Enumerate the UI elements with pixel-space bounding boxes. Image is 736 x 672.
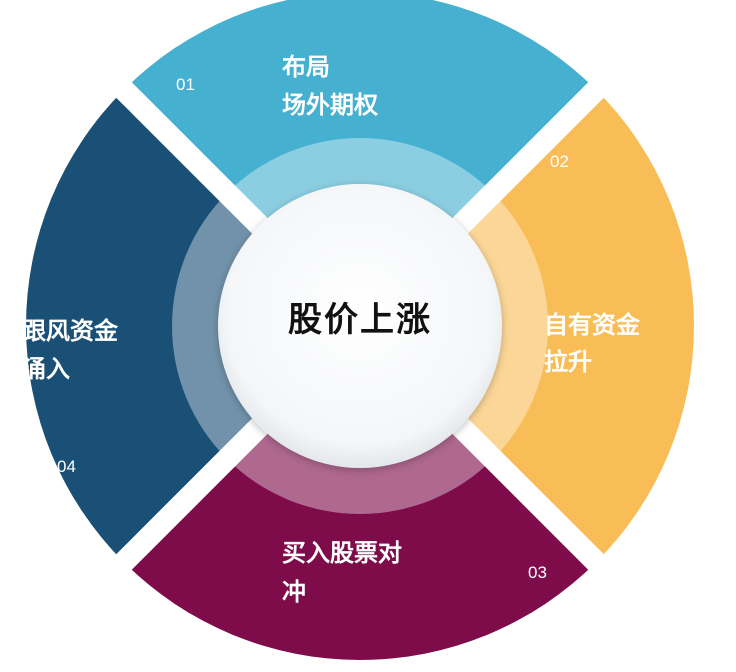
segment-03 [123,326,597,660]
segment-label-03-line2: 冲 [282,578,306,606]
segment-number-03: 03 [528,563,547,582]
segment-label-01-line1: 布局 [282,53,330,81]
segment-01 [123,0,597,326]
segment-label-02-line1: 自有资金 [544,311,640,339]
center-hub [218,184,502,468]
center-title: 股价上涨 [288,300,432,340]
segment-04 [25,89,360,563]
segment-number-02: 02 [550,152,569,171]
segment-label-04-line1: 跟风资金 [22,317,118,345]
segment-02 [360,89,694,563]
segment-number-04: 04 [57,457,76,476]
segment-label-01-line2: 场外期权 [282,91,378,119]
segment-label-03-line1: 买入股票对 [282,539,402,567]
segment-number-01: 01 [176,75,195,94]
segment-label-02-line2: 拉升 [544,348,592,376]
segment-label-04-line2: 涌入 [22,355,70,383]
